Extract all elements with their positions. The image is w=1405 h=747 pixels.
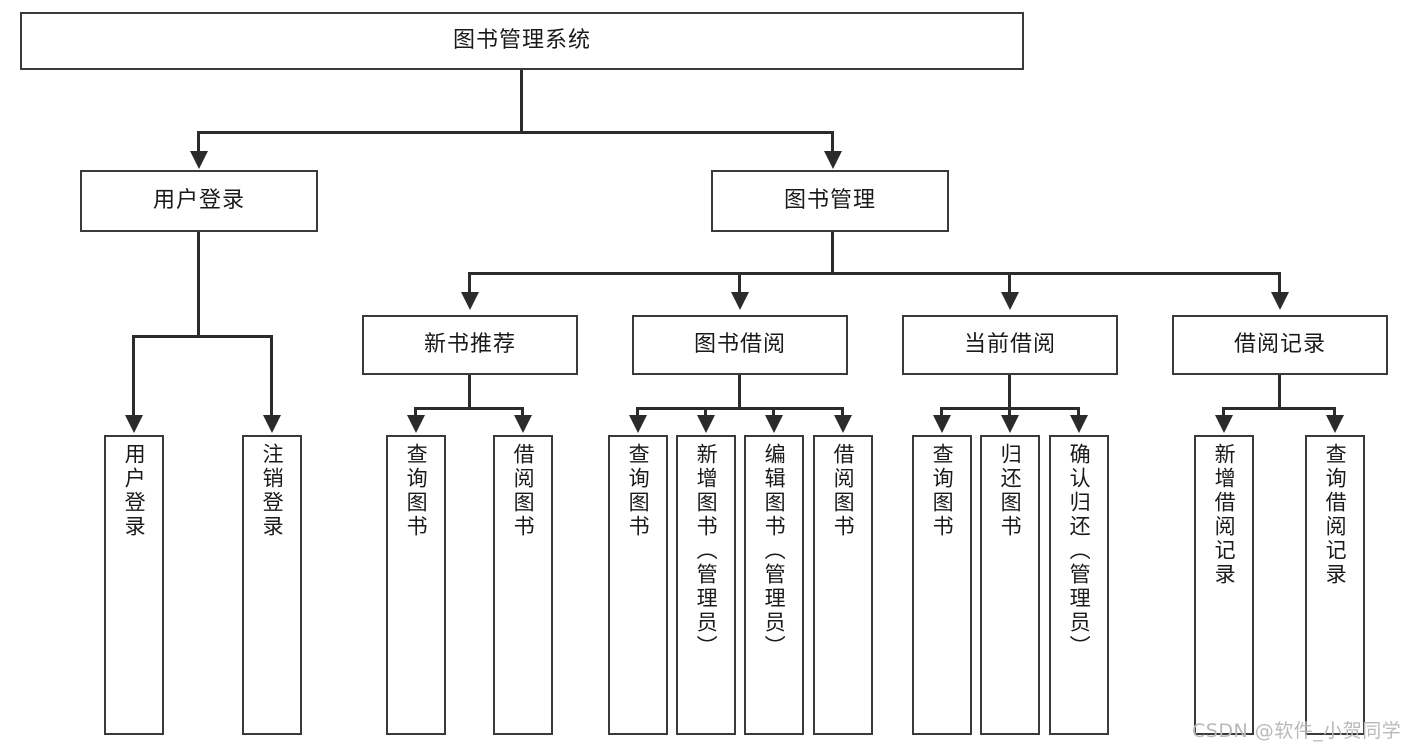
connector-br-stem: [1278, 375, 1281, 409]
connector-book-manage-stem: [831, 232, 834, 274]
arrow-to-leaf-return-book: [1001, 415, 1019, 433]
node-new-book-recommend-label: 新书推荐: [423, 332, 516, 358]
node-leaf-query-book-2[interactable]: 查询图书: [608, 435, 668, 735]
node-book-borrow[interactable]: 图书借阅: [632, 315, 848, 375]
node-leaf-return-book[interactable]: 归还图书: [980, 435, 1040, 735]
connector-nbr-bus: [414, 407, 524, 410]
connector-book-manage-bus: [468, 272, 1281, 275]
csdn-watermark: CSDN @软件_小贺同学: [1192, 720, 1402, 742]
arrow-bm-to-book-borrow: [731, 292, 749, 310]
node-book-manage-label: 图书管理: [783, 188, 876, 214]
connector-bm-to-new-book: [468, 272, 471, 294]
node-leaf-add-record[interactable]: 新增借阅记录: [1194, 435, 1254, 735]
connector-br-drop-2: [1333, 407, 1336, 417]
node-borrow-record[interactable]: 借阅记录: [1172, 315, 1388, 375]
node-leaf-query-record-label: 查询借阅记录: [1323, 443, 1348, 587]
connector-bb-drop-1: [636, 407, 639, 417]
node-leaf-user-login-label: 用户登录: [122, 443, 147, 539]
node-leaf-add-record-label: 新增借阅记录: [1212, 443, 1237, 587]
arrow-to-leaf-user-login: [125, 415, 143, 433]
node-leaf-query-book-3-label: 查询图书: [930, 443, 955, 539]
connector-root-stem: [520, 70, 523, 132]
arrow-bm-to-borrow-record: [1271, 292, 1289, 310]
node-book-borrow-label: 图书借阅: [693, 332, 786, 358]
node-leaf-add-book[interactable]: 新增图书（管理员）: [676, 435, 736, 735]
arrow-root-to-user-login: [190, 151, 208, 169]
node-leaf-borrow-book-1-label: 借阅图书: [511, 443, 536, 539]
arrow-to-leaf-confirm-return: [1070, 415, 1088, 433]
node-current-borrow[interactable]: 当前借阅: [902, 315, 1118, 375]
arrow-to-leaf-add-record: [1215, 415, 1233, 433]
node-leaf-borrow-book-2-label: 借阅图书: [831, 443, 856, 539]
connector-br-drop-1: [1222, 407, 1225, 417]
node-leaf-borrow-book-2[interactable]: 借阅图书: [813, 435, 873, 735]
arrow-to-leaf-borrow-book-2: [834, 415, 852, 433]
connector-br-bus: [1222, 407, 1336, 410]
node-leaf-user-login[interactable]: 用户登录: [104, 435, 164, 735]
node-leaf-query-book-1-label: 查询图书: [404, 443, 429, 539]
node-leaf-confirm-return[interactable]: 确认归还（管理员）: [1049, 435, 1109, 735]
connector-bb-drop-2: [704, 407, 707, 417]
connector-nbr-stem: [468, 375, 471, 409]
connector-nbr-drop-1: [414, 407, 417, 417]
arrow-bm-to-new-book: [461, 292, 479, 310]
node-user-login-label: 用户登录: [152, 188, 245, 214]
node-current-borrow-label: 当前借阅: [963, 332, 1056, 358]
node-new-book-recommend[interactable]: 新书推荐: [362, 315, 578, 375]
node-user-login[interactable]: 用户登录: [80, 170, 318, 232]
node-root-label: 图书管理系统: [452, 28, 591, 54]
connector-bm-to-borrow-record: [1278, 272, 1281, 294]
connector-root-to-book-manage: [831, 131, 834, 153]
node-leaf-return-book-label: 归还图书: [998, 443, 1023, 539]
node-leaf-query-book-2-label: 查询图书: [626, 443, 651, 539]
connector-bb-bus: [636, 407, 844, 410]
connector-bm-to-book-borrow: [738, 272, 741, 294]
node-leaf-edit-book[interactable]: 编辑图书（管理员）: [744, 435, 804, 735]
connector-cb-stem: [1008, 375, 1011, 409]
node-leaf-query-book-1[interactable]: 查询图书: [386, 435, 446, 735]
arrow-to-leaf-add-book: [697, 415, 715, 433]
connector-bb-stem: [738, 375, 741, 409]
node-book-manage[interactable]: 图书管理: [711, 170, 949, 232]
arrow-root-to-book-manage: [824, 151, 842, 169]
connector-bm-to-current-borrow: [1008, 272, 1011, 294]
arrow-to-leaf-query-book-3: [933, 415, 951, 433]
connector-bb-drop-4: [841, 407, 844, 417]
connector-cb-drop-2: [1008, 407, 1011, 417]
node-leaf-borrow-book-1[interactable]: 借阅图书: [493, 435, 553, 735]
arrow-to-leaf-query-book-1: [407, 415, 425, 433]
connector-user-login-bus: [132, 335, 270, 338]
connector-root-bus: [197, 131, 834, 134]
node-leaf-query-record[interactable]: 查询借阅记录: [1305, 435, 1365, 735]
arrow-to-leaf-borrow-book-1: [514, 415, 532, 433]
connector-nbr-drop-2: [521, 407, 524, 417]
node-leaf-user-logout-label: 注销登录: [260, 443, 285, 539]
connector-user-login-drop-1: [132, 335, 135, 417]
connector-user-login-drop-2: [270, 335, 273, 417]
arrow-bm-to-current-borrow: [1001, 292, 1019, 310]
connector-cb-drop-3: [1077, 407, 1080, 417]
connector-user-login-stem: [197, 232, 200, 336]
node-leaf-confirm-return-label: 确认归还（管理员）: [1067, 443, 1092, 659]
arrow-to-leaf-query-book-2: [629, 415, 647, 433]
arrow-to-leaf-user-logout: [263, 415, 281, 433]
node-leaf-add-book-label: 新增图书（管理员）: [694, 443, 719, 659]
connector-cb-drop-1: [940, 407, 943, 417]
node-leaf-query-book-3[interactable]: 查询图书: [912, 435, 972, 735]
arrow-to-leaf-query-record: [1326, 415, 1344, 433]
node-borrow-record-label: 借阅记录: [1233, 332, 1326, 358]
connector-bb-drop-3: [772, 407, 775, 417]
node-root[interactable]: 图书管理系统: [20, 12, 1024, 70]
node-leaf-edit-book-label: 编辑图书（管理员）: [762, 443, 787, 659]
connector-root-to-user-login: [197, 131, 200, 153]
node-leaf-user-logout[interactable]: 注销登录: [242, 435, 302, 735]
arrow-to-leaf-edit-book: [765, 415, 783, 433]
